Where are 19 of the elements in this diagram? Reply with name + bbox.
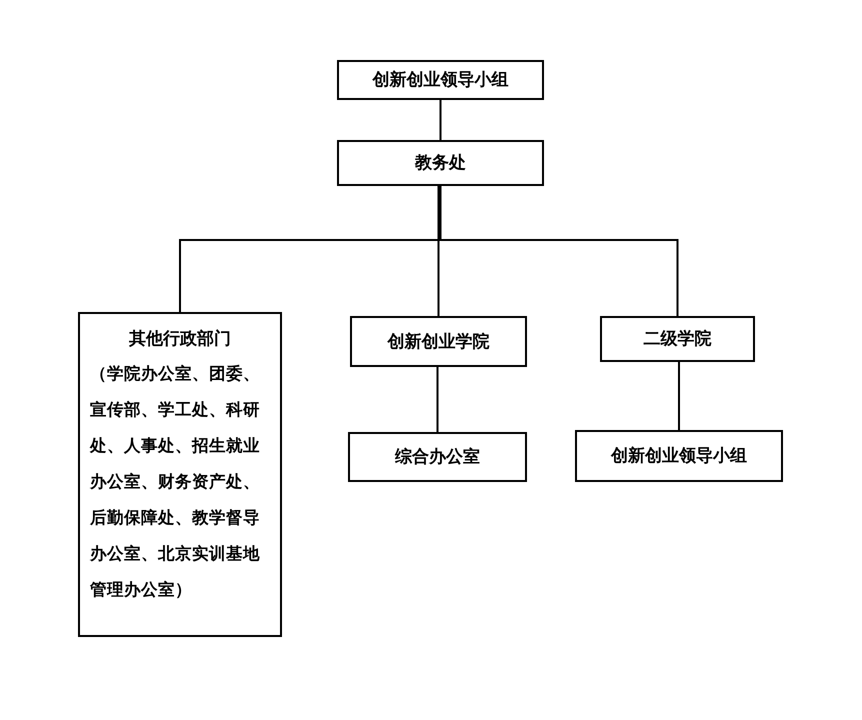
connector-line (440, 100, 442, 140)
box-title: 二级学院 (644, 328, 712, 351)
connector-line (436, 367, 438, 432)
org-box (600, 316, 755, 362)
box-body-text: （学院办公室、团委、宣传部、学工处、科研处、人事处、招生就业办公室、财务资产处、后勤保障处、教学督导办公室、北京实训基地管理办公室） (90, 363, 261, 601)
org-box (348, 432, 527, 482)
connector-line (678, 362, 680, 430)
box-title: 创新创业学院 (388, 330, 490, 354)
box-title: 综合办公室 (395, 446, 480, 469)
box-title: 创新创业领导小组 (611, 445, 747, 468)
org-box (350, 316, 527, 367)
org-box (78, 312, 282, 637)
box-title: 创新创业领导小组 (372, 69, 508, 92)
box-title: 其他行政部门 (129, 328, 231, 351)
connector-line (438, 186, 440, 316)
org-box (337, 140, 544, 186)
org-box (337, 60, 544, 100)
org-box (575, 430, 783, 482)
box-title: 教务处 (415, 152, 466, 175)
